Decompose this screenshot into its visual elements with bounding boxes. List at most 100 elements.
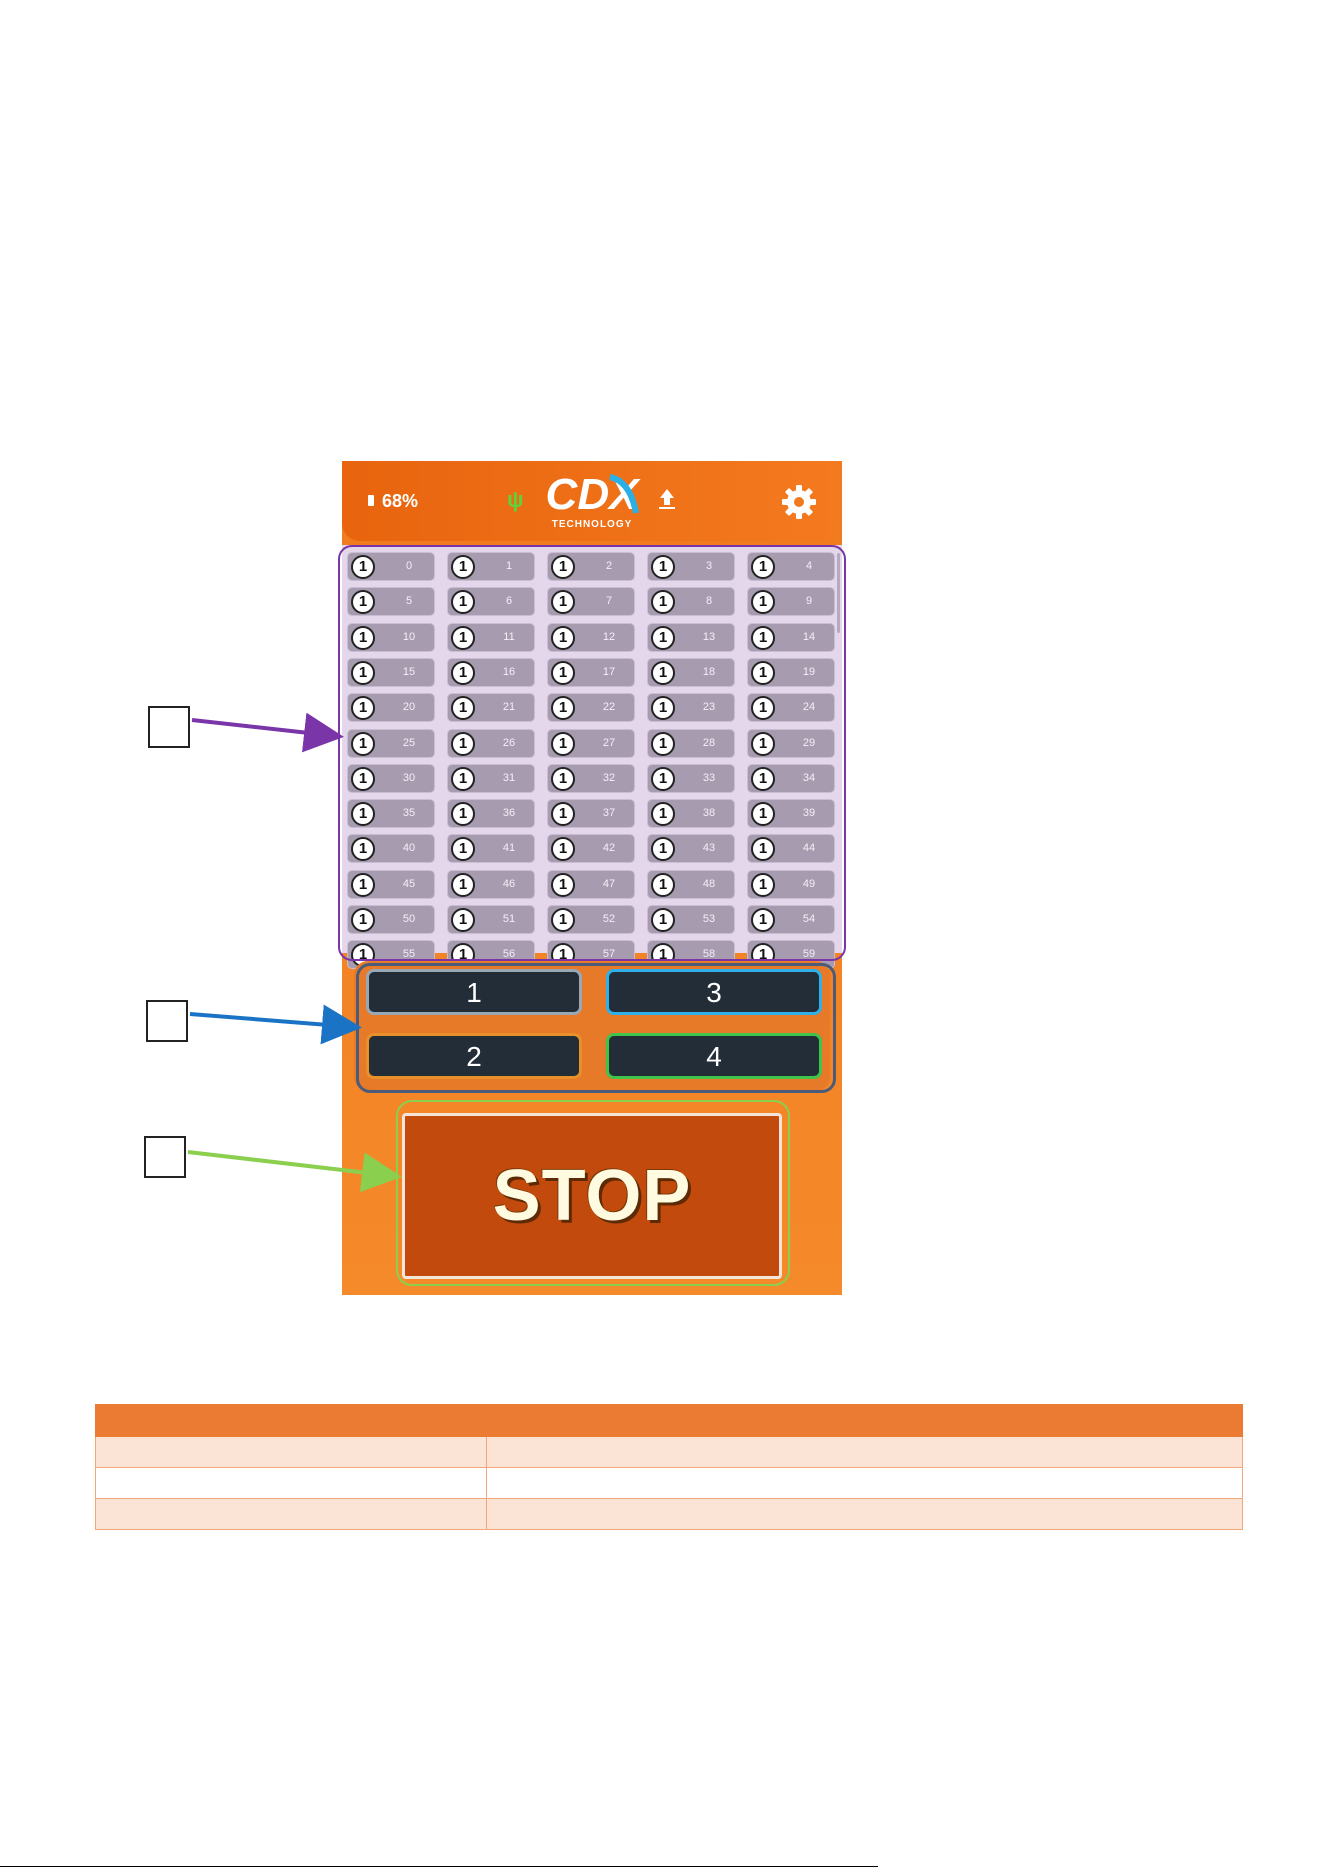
toggle-button-4[interactable]: 4 [606,1033,822,1079]
channel-number: 22 [602,701,616,714]
power-knob-icon: 1 [751,766,775,791]
power-knob-icon: 1 [651,837,675,862]
power-knob-icon: 1 [651,766,675,791]
power-knob-icon: 1 [751,696,775,721]
stop-button[interactable]: STOP [402,1113,782,1279]
power-knob-icon: 1 [751,837,775,862]
power-knob-icon: 1 [351,802,375,827]
channel-number: 57 [602,948,616,961]
power-knob-icon: 1 [651,625,675,650]
power-knob-icon: 1 [451,908,475,932]
power-knob-icon: 1 [351,872,375,897]
channel-number: 37 [602,807,616,820]
logo-subtitle: TECHNOLOGY [552,519,633,530]
callout-marker-2 [146,1000,188,1042]
table-row [95,1498,1243,1530]
power-knob-icon: 1 [551,555,575,579]
power-knob-icon: 1 [351,555,375,579]
channel-button[interactable]: 1 13 [647,622,735,652]
toggle-button-1[interactable]: 1 [366,969,582,1015]
channel-number: 58 [702,948,716,961]
channel-number: 13 [702,630,716,643]
gear-icon[interactable] [780,483,818,521]
channel-number: 56 [502,948,516,961]
upload-icon[interactable] [658,487,676,511]
channel-number: 9 [805,595,813,608]
channel-button[interactable]: 1 43 [647,834,735,864]
scrollbar[interactable] [837,553,840,633]
power-knob-icon: 1 [651,555,675,579]
channel-number: 51 [502,913,516,925]
channel-number: 29 [802,736,816,749]
toggle-button-3[interactable]: 3 [606,969,822,1015]
power-knob-icon: 1 [651,660,675,685]
channel-button[interactable]: 1 51 [447,905,535,934]
channel-number: 20 [402,701,416,714]
channel-number: 15 [402,665,416,678]
usb-icon: ψ [507,487,524,512]
channel-number: 48 [702,877,716,890]
toggle-button-2[interactable]: 2 [366,1033,582,1079]
channel-number: 11 [503,630,515,643]
channel-number: 2 [605,560,613,572]
power-knob-icon: 1 [451,625,475,650]
table-row [95,1467,1243,1499]
channel-number: 43 [702,842,716,855]
power-knob-icon: 1 [751,802,775,827]
channel-number: 0 [405,560,413,572]
power-knob-icon: 1 [551,766,575,791]
